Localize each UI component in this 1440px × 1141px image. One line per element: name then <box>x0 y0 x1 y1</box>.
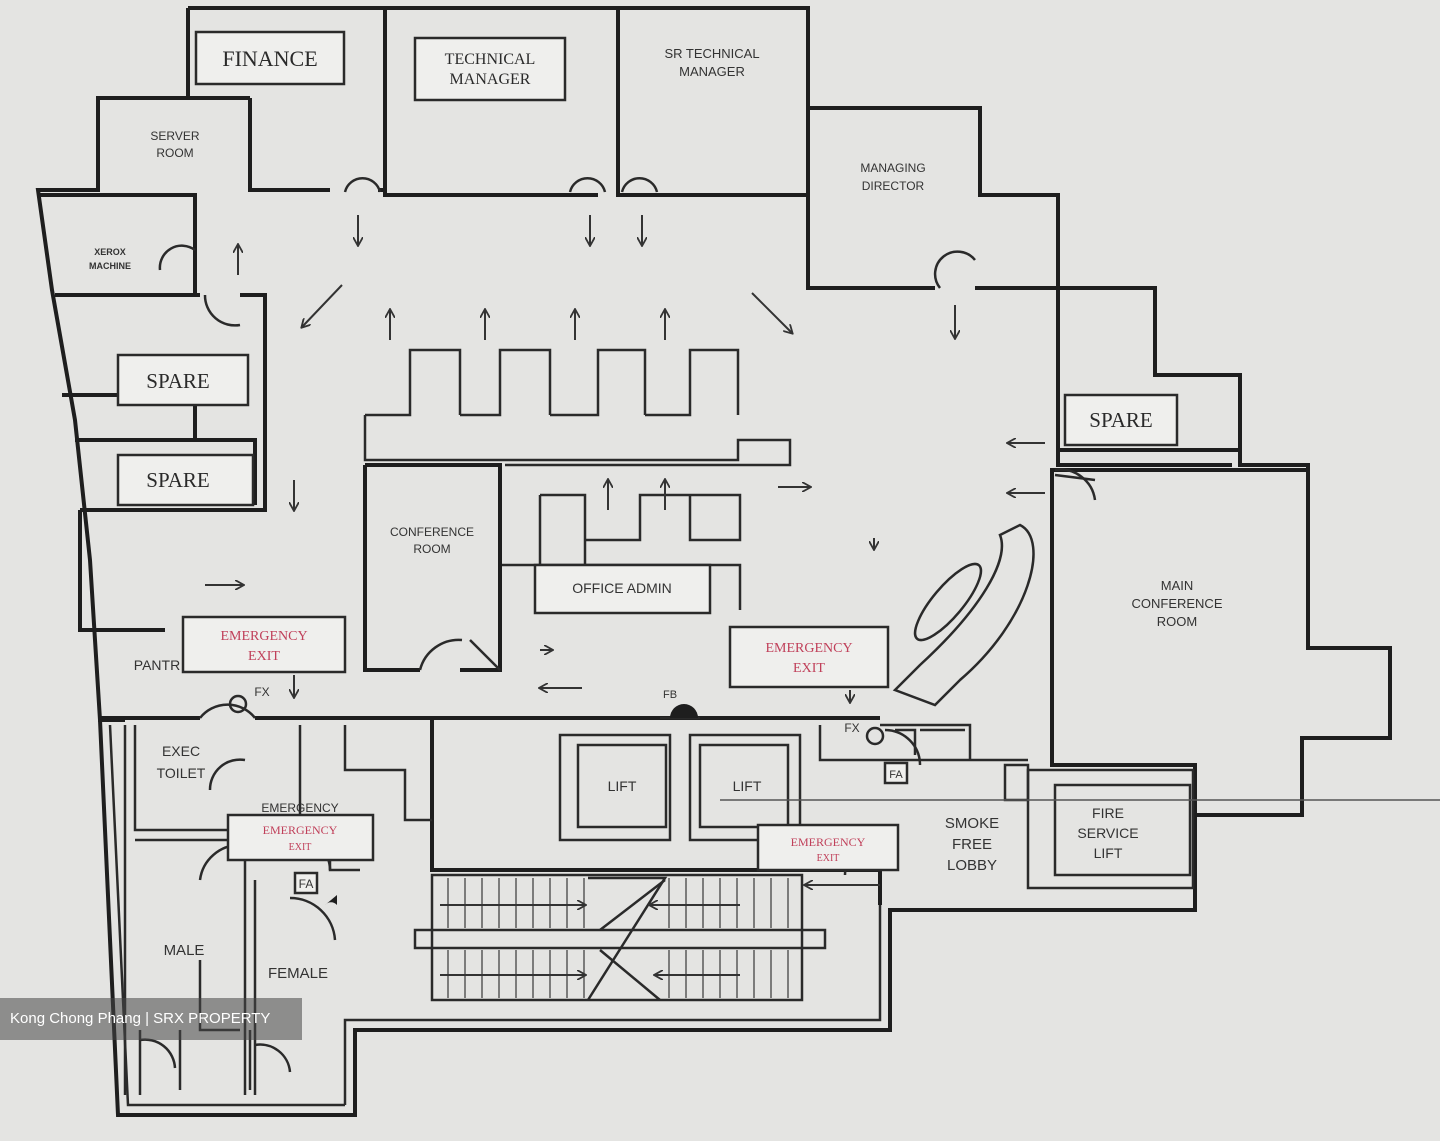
outer-walls <box>35 6 1392 817</box>
technical-manager-room: TECHNICAL MANAGER <box>413 36 567 102</box>
spare-label-1: SPARE <box>146 369 209 393</box>
xerox-label-1: XEROX <box>94 247 126 257</box>
spare-label-2: SPARE <box>146 468 209 492</box>
fire-service-lift-label-1: FIRE <box>1092 805 1124 821</box>
smoke-free-lobby-label-1: SMOKE <box>945 815 999 832</box>
server-room-label-1: SERVER <box>150 129 199 143</box>
main-conference-walls <box>1052 468 1308 482</box>
emergency-exit-sign-1: EMERGENCY EXIT <box>181 615 347 674</box>
fa-label-1: FA <box>299 877 314 891</box>
fire-bell: FB <box>663 689 698 718</box>
emergency-exit-2-line-2: EXIT <box>793 661 825 676</box>
male-label: MALE <box>164 942 205 959</box>
emergency-exit-1-line-1: EMERGENCY <box>220 629 307 644</box>
fire-service-lift-label-3: LIFT <box>1094 845 1123 861</box>
finance-label: FINANCE <box>222 46 317 71</box>
spare-room-3: SPARE <box>1063 393 1179 447</box>
main-conference-label-1: MAIN <box>1161 578 1194 593</box>
fire-service-lift-label-2: SERVICE <box>1077 825 1138 841</box>
office-admin-label: OFFICE ADMIN <box>572 580 672 596</box>
managing-director-label-1: MANAGING <box>860 161 925 175</box>
emergency-exit-3-line-1: EMERGENCY <box>263 823 338 837</box>
fire-alarm-1: FA <box>293 871 319 895</box>
watermark: Kong Chong Phang | SRX PROPERTY <box>0 998 302 1040</box>
managing-director-label-2: DIRECTOR <box>862 179 925 193</box>
lift-2-label: LIFT <box>733 778 762 794</box>
smoke-free-lobby-label-3: LOBBY <box>947 857 997 874</box>
technical-manager-label-1: TECHNICAL <box>445 51 536 68</box>
emergency-exit-3-line-2: EXIT <box>289 842 312 853</box>
emergency-exit-sign-2: EMERGENCY EXIT <box>728 625 890 689</box>
sr-technical-manager-label-2: MANAGER <box>679 64 745 79</box>
main-conference-label-2: CONFERENCE <box>1131 596 1222 611</box>
fire-extinguisher-2: FX <box>844 721 885 746</box>
spare-room-1: SPARE <box>116 353 250 407</box>
fa-label-2: FA <box>889 769 903 781</box>
core-walls <box>98 718 1197 1117</box>
fire-alarm-2: FA <box>883 761 909 785</box>
server-room-label-2: ROOM <box>156 146 193 160</box>
emergency-exit-2-line-1: EMERGENCY <box>765 641 852 656</box>
technical-manager-label-2: MANAGER <box>450 71 531 88</box>
conference-room-label-2: ROOM <box>413 542 450 556</box>
fire-bell-small-icon <box>325 895 337 905</box>
emergency-exit-4-line-2: EXIT <box>817 853 840 864</box>
lift-1-label: LIFT <box>608 778 637 794</box>
exec-toilet-label-1: EXEC <box>162 743 200 759</box>
conference-room-label-1: CONFERENCE <box>390 525 474 539</box>
finance-room: FINANCE <box>194 30 346 86</box>
fx-label-1: FX <box>254 685 269 699</box>
emergency-exit-4-line-1: EMERGENCY <box>791 835 866 849</box>
exec-toilet-label-2: TOILET <box>157 765 206 781</box>
spare-label-3: SPARE <box>1089 408 1152 432</box>
pantry-label: PANTR <box>134 657 180 673</box>
fire-extinguisher-1: FX <box>228 685 270 714</box>
emergency-exit-1-line-2: EXIT <box>248 649 280 664</box>
emergency-exit-sign-3: EMERGENCY EXIT <box>226 813 375 862</box>
fb-label: FB <box>663 689 677 701</box>
office-admin: OFFICE ADMIN <box>533 563 712 615</box>
xerox-label-2: MACHINE <box>89 261 131 271</box>
reception-desk <box>892 523 1035 707</box>
escape-arrows <box>205 215 1045 702</box>
sr-technical-manager-label-1: SR TECHNICAL <box>664 46 759 61</box>
spare-room-2: SPARE <box>116 453 255 507</box>
emergency-partial-label: EMERGENCY <box>261 801 338 815</box>
staircase <box>413 873 880 1002</box>
lift-shafts <box>558 723 1440 890</box>
fx-label-2: FX <box>844 721 859 735</box>
conference-room-walls <box>363 463 502 672</box>
emergency-exit-sign-4: EMERGENCY EXIT <box>756 823 900 872</box>
main-conference-label-3: ROOM <box>1157 614 1197 629</box>
smoke-free-lobby-label-2: FREE <box>952 836 992 853</box>
female-label: FEMALE <box>268 965 328 982</box>
